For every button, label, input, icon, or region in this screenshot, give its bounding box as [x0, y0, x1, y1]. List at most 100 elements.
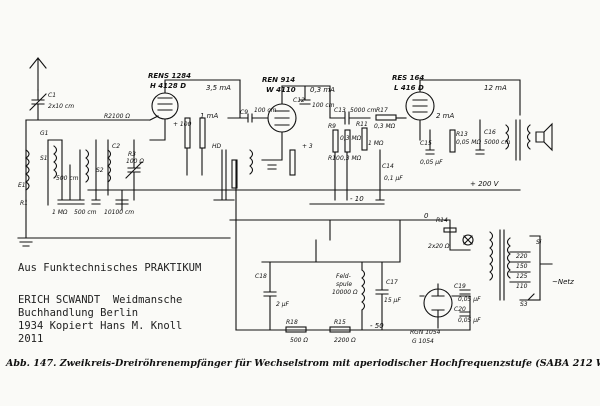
r2-value: 100 Ω: [112, 113, 130, 120]
zero-label: 0: [424, 212, 429, 220]
r18-label: R18: [286, 319, 298, 326]
c9-value: 100 cm: [254, 107, 277, 114]
c12-label: C12: [293, 97, 305, 104]
r11-label: R11: [356, 121, 368, 128]
r2-label: R2: [104, 113, 112, 120]
r14-resistor: [443, 227, 457, 233]
c12-value: 100 cm: [312, 102, 335, 109]
c17-value: 15 μF: [384, 297, 401, 304]
c13-value: 5000 cm: [350, 107, 376, 114]
plus100-label: + 100: [173, 121, 192, 128]
band-coil: [85, 149, 90, 183]
tap-220: 220: [516, 253, 528, 260]
r3-label: R3: [128, 151, 136, 158]
c15-label: C15: [420, 140, 432, 147]
r17-value: 0,3 MΩ: [374, 123, 396, 130]
field-coil-line-3: 10000 Ω: [332, 289, 358, 296]
minus50-label: - 50: [370, 322, 384, 330]
r3-value: 100 Ω: [126, 158, 144, 165]
r1-value: 1 MΩ: [52, 209, 68, 216]
c14-value: 0,1 μF: [384, 175, 403, 182]
netz-label: ~Netz: [552, 278, 574, 286]
plus3-label: + 3: [302, 143, 313, 150]
s3-switch-label: S3: [520, 301, 528, 308]
tube-1-envelope: [151, 92, 179, 120]
c18-label: C18: [255, 273, 267, 280]
r10-value: 0,3 MΩ: [340, 155, 362, 162]
stage2-current: 2 mA: [436, 112, 454, 120]
figure-caption: Abb. 147. Zweikreis-Dreiröhrenempfänger …: [6, 358, 600, 369]
c20-label: C20: [454, 306, 466, 313]
r15-resistor: [329, 326, 351, 333]
c2-label: C2: [112, 143, 120, 150]
c15-value: 0,05 μF: [420, 159, 443, 166]
c19-label: C19: [454, 283, 466, 290]
c14-label: C14: [382, 163, 394, 170]
hd-label: HD: [212, 143, 222, 150]
r1-label: R1: [20, 200, 28, 207]
input-coil: [25, 149, 30, 191]
c1-value: 2x10 cm: [48, 103, 74, 110]
r10-label: R10: [328, 155, 340, 162]
rectifier-alt: G 1054: [412, 338, 434, 345]
field-coil-line-2: spule: [336, 281, 352, 288]
c1-label: C1: [48, 92, 56, 99]
c20-value: 0,05 μF: [458, 317, 481, 324]
tube-3-type: RES 164: [392, 74, 424, 82]
r17-label: R17: [376, 107, 388, 114]
c17-label: C17: [386, 279, 398, 286]
r13-value: 0,05 MΩ: [456, 139, 481, 146]
c9-label: C9: [240, 109, 248, 116]
tube-3-alt: L 416 D: [394, 84, 424, 92]
r15-value: 2200 Ω: [334, 337, 356, 344]
s1-label: S1: [40, 155, 48, 162]
c19-value: 0,05 μF: [458, 296, 481, 303]
s2-label: S2: [96, 167, 104, 174]
r13-label: R13: [456, 131, 468, 138]
mains-transformer: [489, 229, 511, 301]
e1-label: E1: [18, 182, 26, 189]
tap-110: 110: [516, 283, 528, 290]
c3-value: 10100 cm: [104, 209, 134, 216]
antenna-symbol: [29, 57, 47, 91]
stamp-line-1: Aus Funktechnisches PRAKTIKUM: [18, 262, 202, 274]
c4-value: 500 cm: [56, 175, 79, 182]
tube-3-current: 12 mA: [484, 84, 507, 92]
r9-label: R9: [328, 123, 336, 130]
g1-label: G1: [40, 130, 48, 137]
stamp-line-4: 1934 Kopiert Hans M. Knoll: [18, 320, 183, 332]
tube-2-current: 0,3 mA: [310, 86, 335, 94]
r14-label: R14: [436, 217, 448, 224]
tube-2-alt: W 4110: [266, 86, 296, 94]
c5-value: 500 cm: [74, 209, 97, 216]
r15-label: R15: [334, 319, 346, 326]
r18-value: 500 Ω: [290, 337, 308, 344]
tap-125: 125: [516, 273, 528, 280]
stamp-line-5: 2011: [18, 333, 44, 345]
c16-value: 5000 cm: [484, 139, 510, 146]
si-label: Si: [536, 239, 542, 246]
r11-value: 1 MΩ: [368, 140, 384, 147]
r14-value: 2x20 Ω: [428, 243, 450, 250]
r18-resistor: [285, 326, 307, 333]
field-coil-line-1: Feld-: [336, 273, 351, 280]
c18-value: 2 μF: [276, 301, 290, 308]
c16-label: C16: [484, 129, 496, 136]
tube-1-type: RENS 1284: [148, 72, 191, 80]
stamp-line-2: ERICH SCWANDT Weidmansche: [18, 294, 183, 306]
rectifier-type: RGN 1054: [410, 329, 441, 336]
minus10-label: - 10: [350, 195, 364, 203]
field-coil: [361, 269, 366, 311]
output-transformer: [505, 119, 531, 161]
field-coil-label: Feld- spule 10000 Ω: [332, 273, 358, 296]
r9-value: 0,3 MΩ: [340, 135, 362, 142]
tube-2-type: REN 914: [262, 76, 295, 84]
stamp-line-3: Buchhandlung Berlin: [18, 307, 139, 319]
tap-150: 150: [516, 263, 528, 270]
tube-1-current: 3,5 mA: [206, 84, 231, 92]
loudspeaker-symbol: [535, 122, 553, 152]
plus200-label: + 200 V: [470, 180, 500, 188]
stage1-current: 1 mA: [200, 112, 218, 120]
c13-label: C13: [334, 107, 346, 114]
